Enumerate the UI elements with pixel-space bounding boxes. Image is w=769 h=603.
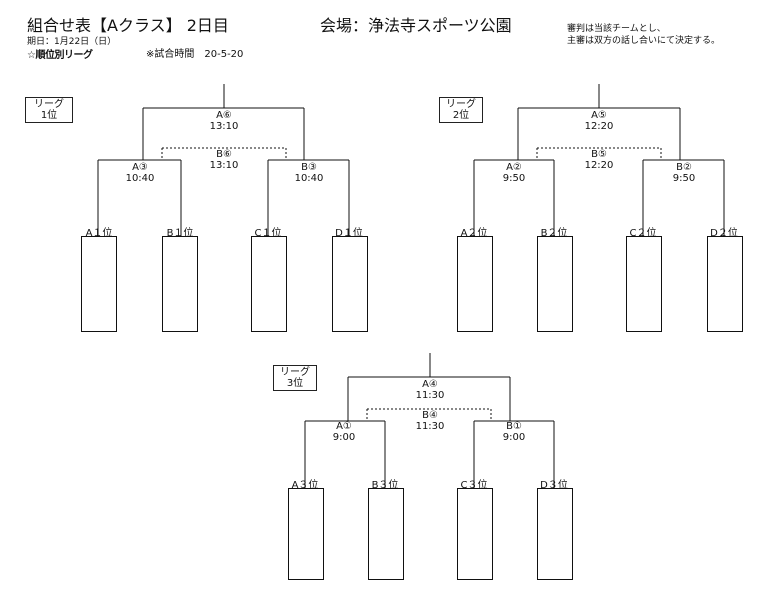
team-entry-box (81, 236, 117, 332)
section-subtitle: ☆順位別リーグ (27, 50, 93, 61)
third-place-match-label: B⑤ 12:20 (584, 149, 614, 171)
semifinal-left-label: A③ 10:40 (125, 162, 155, 184)
semifinal-right-label: B① 9:00 (502, 421, 526, 443)
venue-title: 会場：浄法寺スポーツ公園 (320, 16, 512, 35)
team-entry-box (162, 236, 198, 332)
team-label: C３位 (460, 480, 488, 491)
semifinal-left-label: A② 9:50 (502, 162, 526, 184)
team-entry-box (288, 488, 324, 580)
event-date: 期日：1月22日（日） (27, 37, 117, 47)
team-label: A２位 (460, 228, 488, 239)
team-entry-box (251, 236, 287, 332)
third-place-match-label: B④ 11:30 (415, 410, 445, 432)
team-label: D３位 (540, 480, 568, 491)
team-label: B１位 (166, 228, 194, 239)
team-label: C１位 (254, 228, 282, 239)
team-entry-box (368, 488, 404, 580)
team-entry-box (457, 488, 493, 580)
team-entry-box (537, 236, 573, 332)
third-place-match-label: B⑥ 13:10 (209, 149, 239, 171)
team-entry-box (626, 236, 662, 332)
team-entry-box (457, 236, 493, 332)
league-3-label: リーグ 3位 (273, 365, 317, 391)
match-time-note: ※試合時間 20-5-20 (146, 49, 244, 60)
team-label: D１位 (335, 228, 363, 239)
team-label: D２位 (710, 228, 738, 239)
team-label: B３位 (371, 480, 399, 491)
semifinal-right-label: B③ 10:40 (294, 162, 324, 184)
team-label: C２位 (629, 228, 657, 239)
team-entry-box (537, 488, 573, 580)
page-title: 組合せ表【Aクラス】 2日目 (27, 16, 229, 35)
team-entry-box (707, 236, 743, 332)
final-match-label: A⑥ 13:10 (209, 110, 239, 132)
league-1-label: リーグ 1位 (25, 97, 73, 123)
final-match-label: A⑤ 12:20 (584, 110, 614, 132)
semifinal-right-label: B② 9:50 (672, 162, 696, 184)
team-label: B２位 (540, 228, 568, 239)
semifinal-left-label: A① 9:00 (332, 421, 356, 443)
team-label: A３位 (291, 480, 319, 491)
team-entry-box (332, 236, 368, 332)
final-match-label: A④ 11:30 (415, 379, 445, 401)
league-2-label: リーグ 2位 (439, 97, 483, 123)
referee-note: 審判は当該チームとし、 主審は双方の話し合いにて決定する。 (567, 24, 721, 46)
team-label: A１位 (85, 228, 113, 239)
